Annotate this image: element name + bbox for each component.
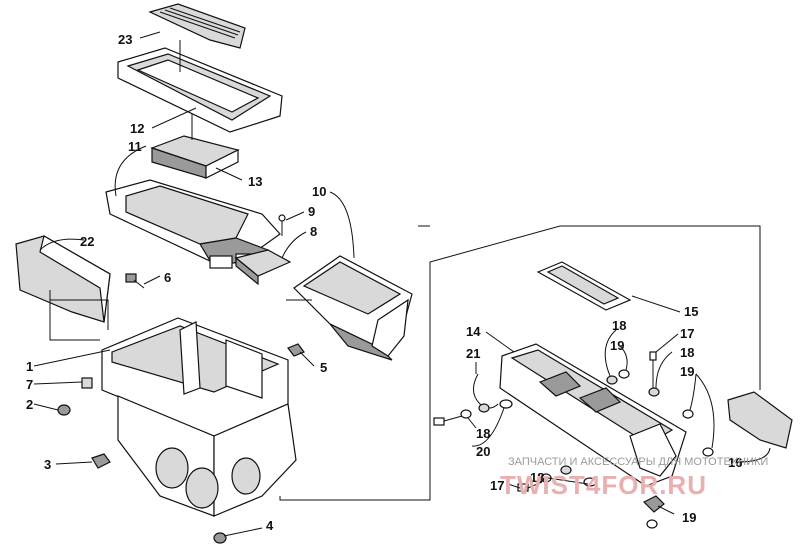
callout-4: 4 [266, 518, 274, 533]
callout-11: 11 [128, 139, 142, 154]
part-foam-strip [234, 249, 292, 286]
part-console-housing [499, 343, 687, 487]
watermark-caption: ЗАПЧАСТИ И АКСЕССУАРЫ ДЛЯ МОТОТЕХНИКИ [508, 456, 768, 468]
callout-19a: 19 [610, 338, 624, 353]
part-drain-cap-4 [213, 532, 227, 544]
callout-14: 14 [466, 324, 481, 339]
part-airbox-body [101, 317, 297, 517]
part-drain-valve-3 [91, 453, 111, 469]
part-small-screw [278, 214, 286, 236]
part-foam-prefilter [15, 235, 111, 323]
part-screw-6 [125, 273, 145, 289]
callout-1: 1 [26, 359, 33, 374]
part-cover-grille [148, 3, 246, 49]
part-grommet-7 [81, 377, 93, 389]
watermark: ЗАПЧАСТИ И АКСЕССУАРЫ ДЛЯ МОТОТЕХНИКИ TW… [500, 456, 768, 500]
callout-19b: 19 [680, 364, 694, 379]
callout-18a: 18 [612, 318, 626, 333]
hardware-small-parts [433, 351, 714, 529]
callout-13: 13 [248, 174, 262, 189]
callout-21: 21 [466, 346, 480, 361]
callout-18b: 18 [680, 345, 694, 360]
part-filter-element [150, 114, 240, 179]
callout-16: 16 [728, 455, 742, 470]
part-plug-2 [57, 404, 71, 416]
callout-9: 9 [308, 204, 315, 219]
part-gasket-15 [536, 261, 632, 311]
part-clip-5 [287, 343, 305, 357]
callout-3: 3 [44, 457, 51, 472]
callout-18c: 18 [476, 426, 490, 441]
callout-6: 6 [164, 270, 171, 285]
callout-5: 5 [320, 360, 327, 375]
callout-10: 10 [312, 184, 326, 199]
callout-19c: 19 [682, 510, 696, 525]
part-intake-duct [293, 255, 413, 361]
part-housing-tray [105, 179, 281, 269]
callout-20: 20 [476, 444, 490, 459]
callout-23: 23 [118, 32, 132, 47]
callout-22: 22 [80, 234, 94, 249]
part-cable-21 [473, 373, 499, 409]
callout-8: 8 [310, 224, 317, 239]
callout-2: 2 [26, 397, 33, 412]
callout-labels: 23 12 11 13 10 9 8 22 6 1 5 7 2 3 4 15 1… [26, 32, 742, 533]
watermark-logo: TWIST4FOR.RU [500, 470, 707, 500]
callout-17a: 17 [680, 326, 694, 341]
callout-18d: 18 [530, 470, 544, 485]
assembly-lines [49, 225, 761, 501]
callout-12: 12 [130, 121, 144, 136]
callout-7: 7 [26, 377, 33, 392]
callout-17b: 17 [490, 478, 504, 493]
part-filter-frame [117, 40, 283, 133]
callout-15: 15 [684, 304, 698, 319]
part-foam-block-16 [727, 391, 793, 449]
leader-lines [33, 31, 771, 537]
